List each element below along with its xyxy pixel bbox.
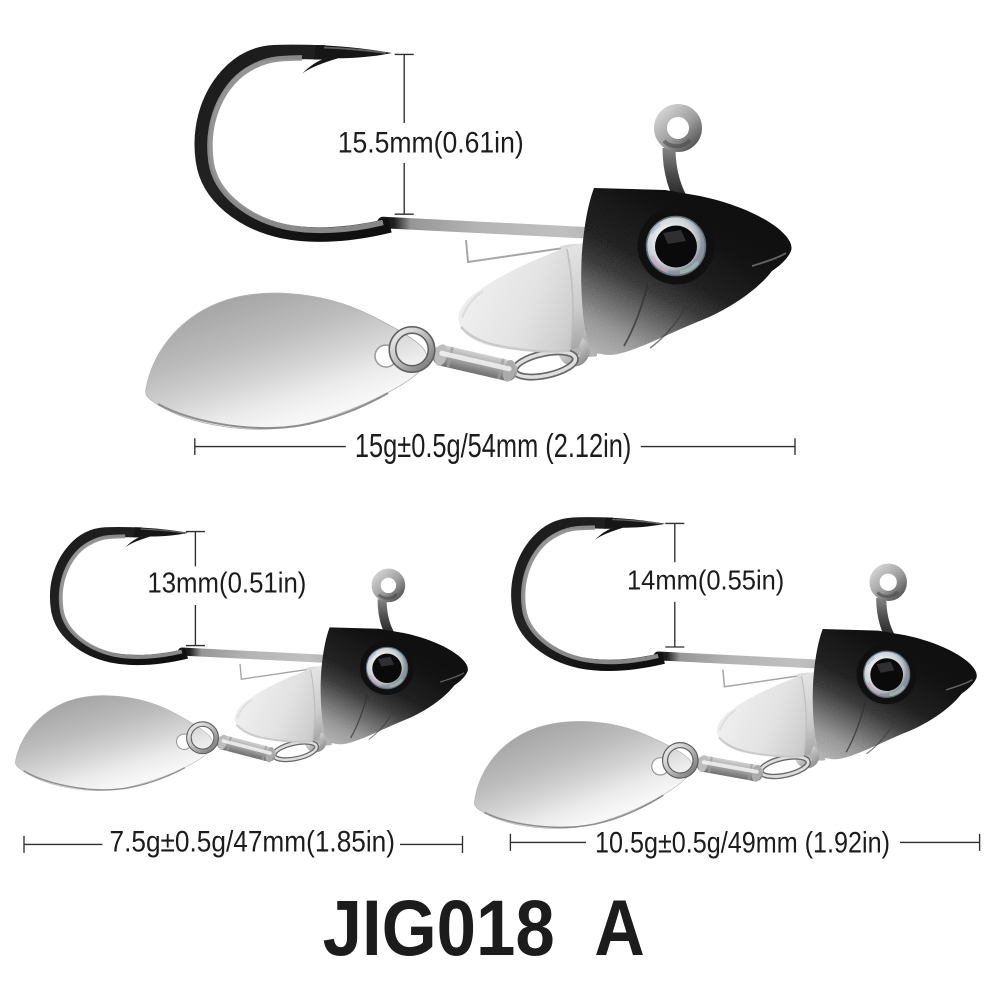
svg-text:15g±0.5g/54mm (2.12in): 15g±0.5g/54mm (2.12in) (355, 427, 632, 464)
svg-text:JIG018: JIG018 (323, 883, 555, 972)
svg-text:15.5mm(0.61in): 15.5mm(0.61in) (338, 127, 524, 160)
svg-text:13mm(0.51in): 13mm(0.51in) (147, 567, 306, 599)
svg-text:A: A (594, 883, 644, 972)
svg-text:14mm(0.55in): 14mm(0.55in) (627, 565, 784, 596)
svg-text:10.5g±0.5g/49mm (1.92in): 10.5g±0.5g/49mm (1.92in) (595, 827, 890, 860)
svg-text:7.5g±0.5g/47mm(1.85in): 7.5g±0.5g/47mm(1.85in) (110, 826, 396, 859)
